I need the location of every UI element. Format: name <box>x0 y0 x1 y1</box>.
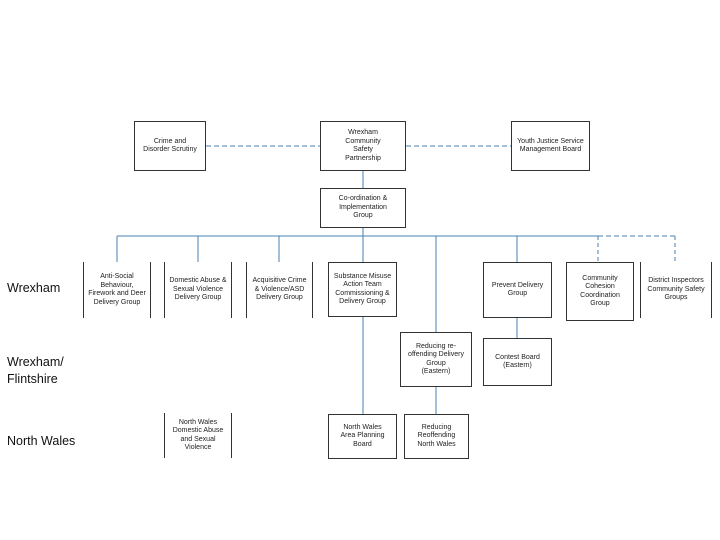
box-prevent-delivery: Prevent Delivery Group <box>483 262 552 318</box>
box-substance-misuse: Substance Misuse Action Team Commissioni… <box>328 262 397 317</box>
row-label-north-wales: North Wales <box>7 434 76 448</box>
box-contest-board: Contest Board (Eastern) <box>483 338 552 386</box>
box-nw-domestic-abuse: North Wales Domestic Abuse and Sexual Vi… <box>164 413 232 458</box>
box-crime-scrutiny: Crime and Disorder Scrutiny <box>134 121 206 171</box>
row-label-wrexham: Wrexham <box>7 281 61 295</box>
box-reducing-reoffending-eastern: Reducing re- offending Delivery Group (E… <box>400 332 472 387</box>
box-community-safety-partnership: Wrexham Community Safety Partnership <box>320 121 406 171</box>
box-community-cohesion: Community Cohesion Coordination Group <box>566 262 634 321</box>
box-domestic-abuse-delivery: Domestic Abuse & Sexual Violence Deliver… <box>164 262 232 318</box>
box-asb-delivery: Anti-Social Behaviour, Firework and Deer… <box>83 262 151 318</box>
box-coordination-group: Co-ordination & Implementation Group <box>320 188 406 228</box>
box-acquisitive-crime-delivery: Acquisitive Crime & Violence/ASD Deliver… <box>246 262 313 318</box>
row-label-wrexham-flintshire: Wrexham/ Flintshire <box>7 355 64 386</box>
box-nw-area-planning: North Wales Area Planning Board <box>328 414 397 459</box>
box-district-inspectors: District Inspectors Community Safety Gro… <box>640 262 712 318</box>
box-nw-reducing-reoffending: Reducing Reoffending North Wales <box>404 414 469 459</box>
box-youth-justice-board: Youth Justice Service Management Board <box>511 121 590 171</box>
